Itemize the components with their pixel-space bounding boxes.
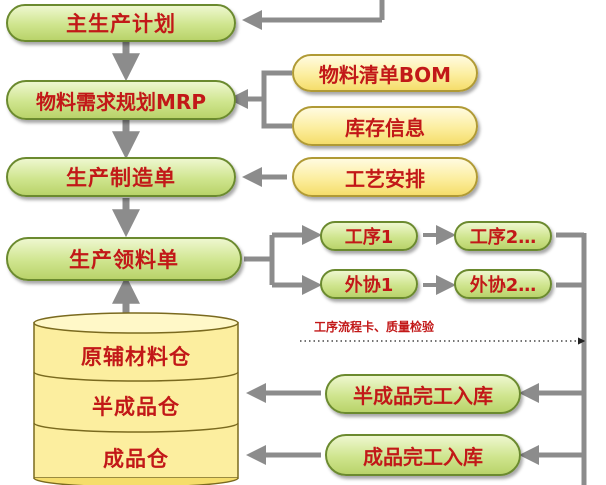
warehouse-finished-label: 成品仓: [103, 447, 169, 471]
node-master-plan: 主生产计划: [6, 4, 236, 42]
node-process1: 工序1: [320, 221, 418, 251]
warehouse-semi-label: 半成品仓: [92, 395, 180, 419]
node-process-arrangement: 工艺安排: [292, 157, 478, 197]
node-bom: 物料清单BOM: [292, 54, 478, 92]
note-process-card-quality: 工序流程卡、质量检验: [314, 320, 435, 334]
node-inventory-info: 库存信息: [292, 106, 478, 146]
node-semi-product-in: 半成品完工入库: [325, 374, 521, 414]
node-outsource1: 外协1: [320, 269, 418, 299]
node-process2: 工序2…: [454, 221, 552, 251]
node-production-order: 生产制造单: [6, 157, 236, 197]
warehouse-cylinder: [33, 312, 239, 485]
node-outsource2: 外协2…: [454, 269, 552, 299]
connector-bom-inventory: [261, 70, 292, 129]
node-material-requisition: 生产领料单: [6, 237, 242, 281]
node-mrp: 物料需求规划MRP: [6, 80, 236, 120]
warehouse-raw-label: 原辅材料仓: [81, 345, 191, 369]
node-product-in: 成品完工入库: [325, 434, 521, 476]
